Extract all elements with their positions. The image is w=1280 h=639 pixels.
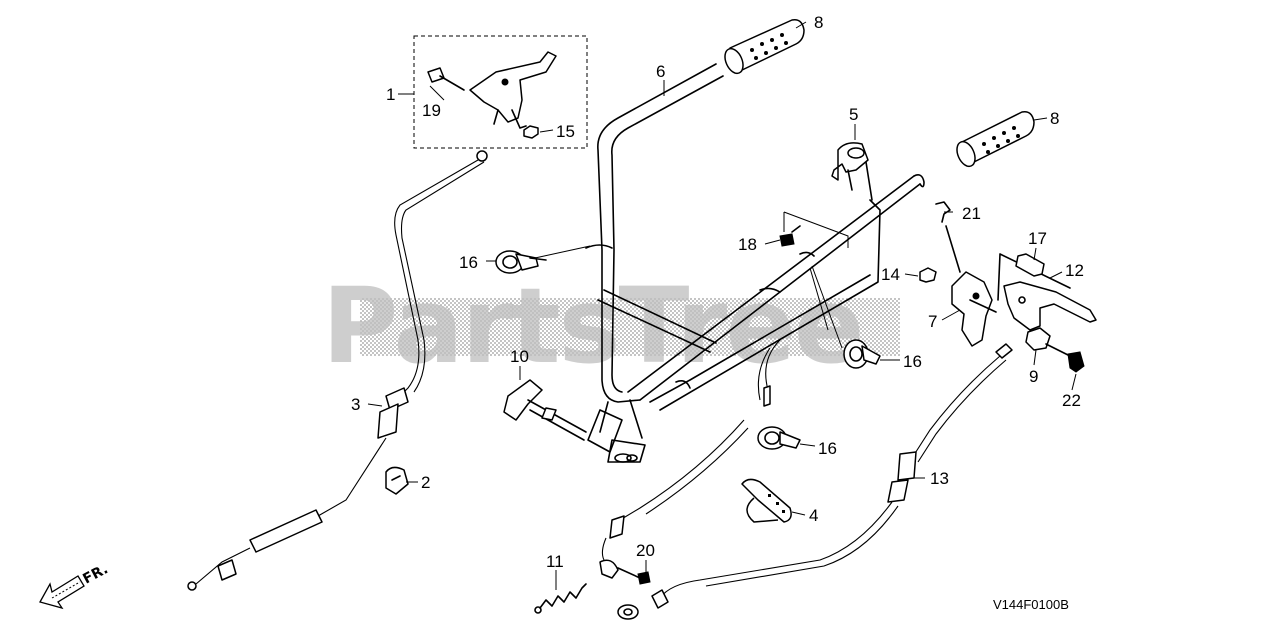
clutch-cable-center [601, 339, 781, 561]
front-indicator-label: FR. [80, 561, 110, 587]
callout-3: 3 [351, 395, 360, 414]
part-1-group-box [413, 35, 588, 149]
band-part-4 [741, 478, 792, 523]
callout-4: 4 [809, 506, 818, 525]
callout-10: 10 [510, 347, 529, 366]
clamp-part-16a [495, 250, 547, 274]
callout-5: 5 [849, 105, 858, 124]
bolt-part-19 [427, 67, 465, 91]
callout-16c: 16 [818, 439, 837, 458]
callout-6: 6 [656, 62, 665, 81]
knob-part-10 [503, 379, 587, 441]
watermark-dot-band [360, 298, 900, 356]
callout-22: 22 [1062, 391, 1081, 410]
front-direction-arrow-icon: FR. [39, 561, 111, 610]
nut-part-15 [523, 125, 539, 139]
callout-17: 17 [1028, 229, 1047, 248]
bolt-part-18 [779, 225, 801, 247]
bolt-part-22 [1045, 343, 1085, 373]
leader-lines [367, 21, 1077, 590]
lever-assy-part-7 [945, 225, 997, 347]
cable-part-13 [617, 343, 1013, 620]
callout-16a: 16 [459, 253, 478, 272]
callout-9: 9 [1029, 367, 1038, 386]
clip-part-2 [385, 466, 409, 495]
callout-15: 15 [556, 122, 575, 141]
pin-part-21 [935, 201, 951, 223]
callout-8b: 8 [1050, 109, 1059, 128]
spring-part-11 [534, 583, 587, 614]
handle-frame-part-6 [585, 63, 925, 463]
callout-12: 12 [1065, 261, 1084, 280]
clamp-part-16c [757, 426, 801, 450]
callout-20: 20 [636, 541, 655, 560]
callout-19: 19 [422, 101, 441, 120]
callout-13: 13 [930, 469, 949, 488]
collar-part-9 [1025, 327, 1051, 351]
grip-part-8b [956, 110, 1035, 168]
callout-18: 18 [738, 235, 757, 254]
watermark: PartsTree [322, 265, 900, 387]
callout-1: 1 [386, 85, 395, 104]
nut-part-14 [919, 267, 937, 283]
callout-14: 14 [881, 265, 900, 284]
grip-part-8a [724, 18, 805, 75]
pin-part-17 [1015, 253, 1045, 277]
callout-8a: 8 [814, 13, 823, 32]
callout-labels: 1 2 3 4 5 6 7 8 8 9 10 11 12 13 14 15 16… [351, 13, 1084, 571]
bracket-part-5 [831, 142, 873, 201]
diagram-code: V144F0100B [993, 597, 1069, 612]
callout-7: 7 [928, 312, 937, 331]
callout-2: 2 [421, 473, 430, 492]
callout-21: 21 [962, 204, 981, 223]
clamp-part-16b [843, 339, 881, 369]
callout-11: 11 [546, 552, 564, 571]
bolt-part-20 [599, 559, 651, 585]
throttle-cable-part-3 [187, 150, 488, 591]
callout-16b: 16 [903, 352, 922, 371]
throttle-lever-part-1 [469, 51, 557, 129]
